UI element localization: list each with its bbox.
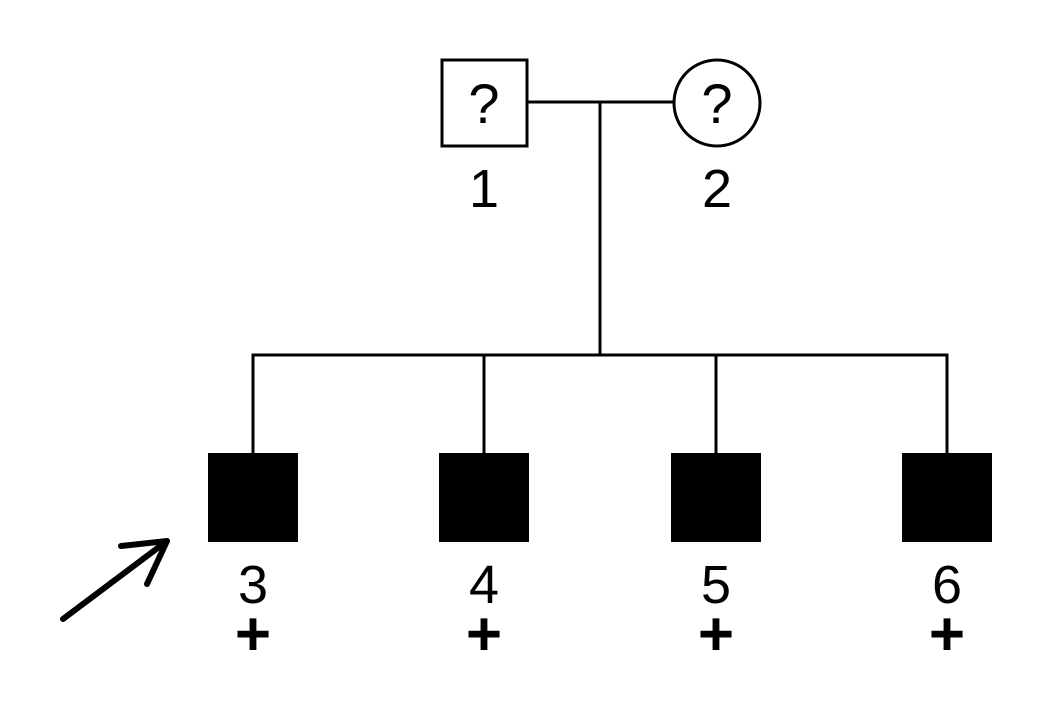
- genotype-mark-4: +: [466, 600, 502, 669]
- id-label-4: 4: [469, 555, 499, 615]
- status-mark-1: ?: [468, 72, 499, 135]
- genotype-mark-5: +: [698, 600, 734, 669]
- genotype-mark-6: +: [929, 600, 965, 669]
- individual-6-affected-male: 6 +: [902, 453, 992, 669]
- individual-4-affected-male: 4 +: [439, 453, 529, 669]
- individual-5-affected-male: 5 +: [671, 453, 761, 669]
- affected-male-square-icon: [671, 453, 761, 542]
- affected-male-square-icon: [902, 453, 992, 542]
- proband-arrow-icon: [60, 538, 170, 622]
- relationship-lines: [251, 100, 949, 455]
- status-mark-2: ?: [701, 72, 732, 135]
- affected-male-square-icon: [439, 453, 529, 542]
- genotype-mark-3: +: [235, 600, 271, 669]
- individual-3-affected-male: 3 +: [208, 453, 298, 669]
- individual-1-father: ? 1: [440, 58, 529, 219]
- female-circle-unknown-icon: [672, 58, 762, 148]
- id-label-3: 3: [238, 555, 268, 615]
- individual-2-mother: ? 2: [672, 58, 762, 219]
- male-square-unknown-icon: [440, 58, 529, 148]
- id-label-1: 1: [469, 159, 499, 219]
- id-label-5: 5: [701, 555, 731, 615]
- id-label-2: 2: [702, 159, 732, 219]
- affected-male-square-icon: [208, 453, 298, 542]
- id-label-6: 6: [932, 555, 962, 615]
